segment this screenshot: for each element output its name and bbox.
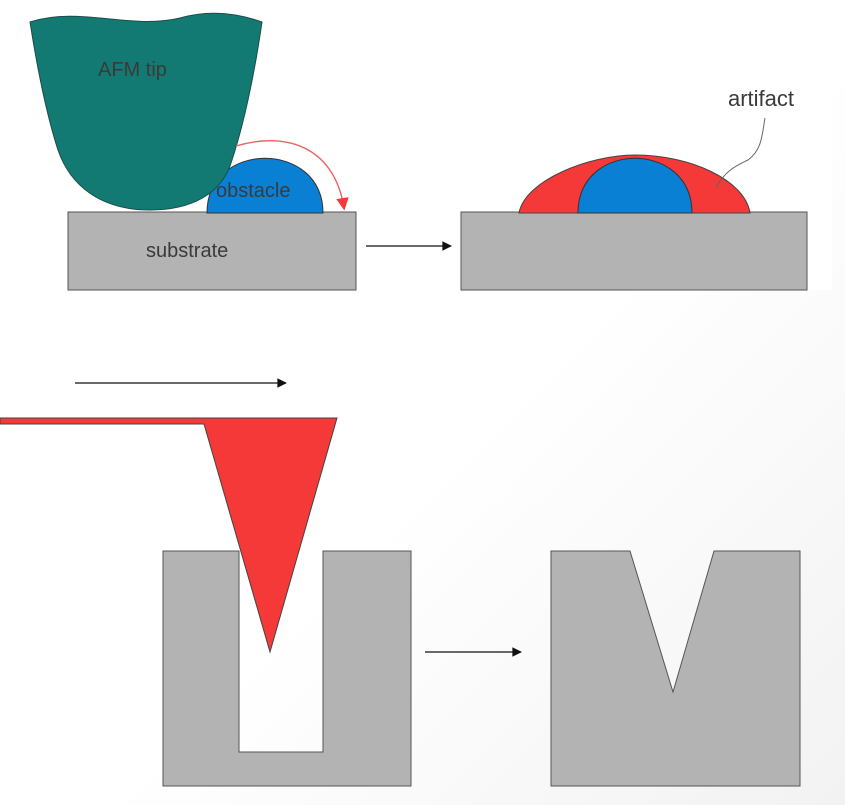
afm-tip-label: AFM tip (98, 59, 167, 81)
artifact-callout-line (715, 117, 766, 189)
obstacle-shape-imaged (577, 157, 693, 214)
cantilever-tip (0, 417, 338, 654)
trench-substrate (162, 550, 412, 787)
substrate-right (460, 211, 808, 291)
substrate-left (67, 211, 357, 291)
obstacle-label: obstacle (216, 180, 291, 202)
panel-trench-after (550, 550, 801, 787)
substrate-label: substrate (146, 240, 228, 262)
imaged-trench (550, 550, 801, 787)
artifact-label: artifact (728, 86, 794, 111)
scan-path-arrow (235, 139, 349, 211)
panel-tip-convolution-before: AFM tip obstacle substrate (29, 12, 357, 291)
afm-tip-shape (29, 12, 263, 211)
panel-trench-before (0, 417, 412, 787)
panel-tip-convolution-after: artifact (460, 86, 808, 291)
